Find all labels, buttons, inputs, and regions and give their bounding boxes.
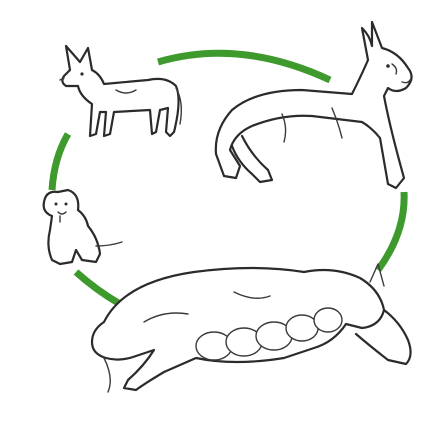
adult-dog-illustration	[216, 22, 412, 188]
cycle-arc-right	[378, 192, 404, 270]
nursing-dog-illustration	[92, 264, 411, 392]
puppy-illustration	[44, 190, 122, 264]
cycle-arc-top	[158, 53, 330, 80]
cycle-arc-bottom-left	[76, 272, 120, 304]
cycle-arc-left	[52, 134, 68, 190]
